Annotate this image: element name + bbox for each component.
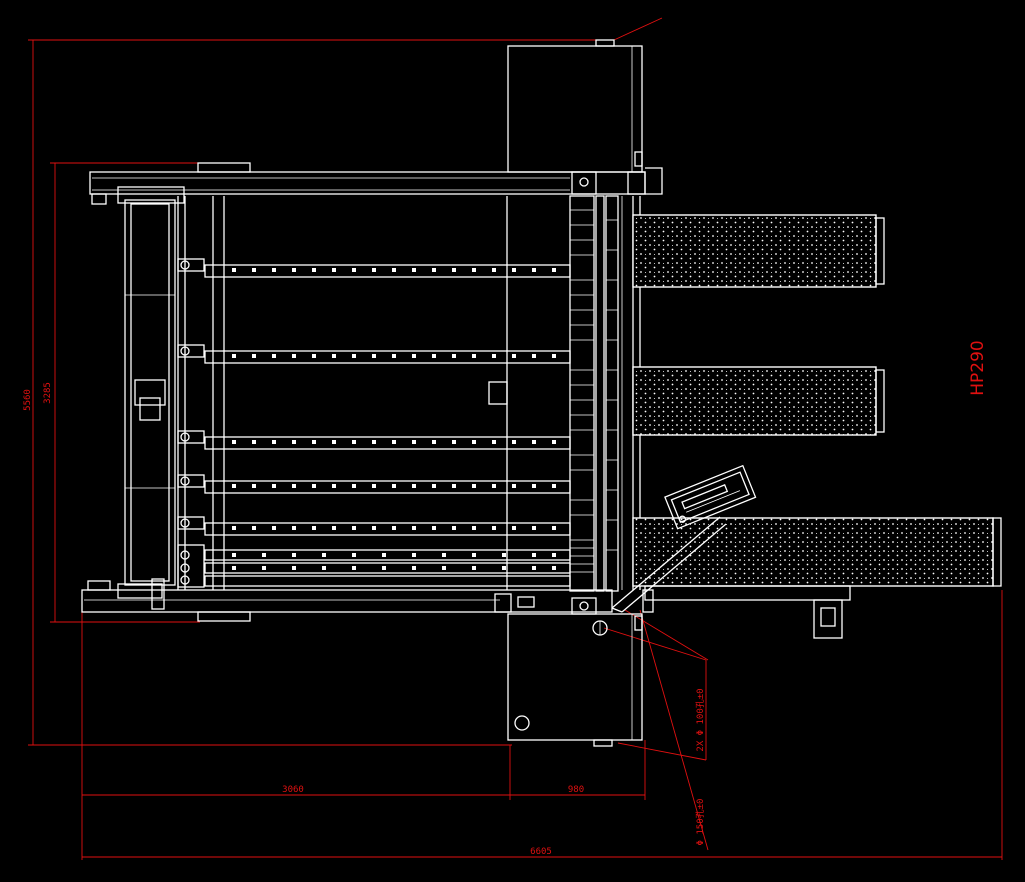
top-cabinet — [507, 39, 643, 173]
air-table-middle — [632, 366, 877, 436]
dim-machine-width: 3060 — [282, 785, 304, 795]
dim-total-width: 6605 — [530, 847, 552, 857]
dimension-lines — [28, 17, 1003, 860]
main-frame — [81, 162, 663, 622]
dim-overall-height: 5560 — [23, 389, 33, 411]
air-table-bottom — [632, 517, 994, 587]
note-hole-large: Φ 150孔±0 — [695, 799, 706, 846]
model-label: HP290 — [968, 340, 988, 395]
clamp-bars — [177, 258, 571, 588]
dimension-labels: 5560 3285 3060 980 6605 2X Φ 100孔±0 Φ 15… — [23, 340, 988, 857]
foot-pedal — [813, 599, 843, 639]
air-tables — [632, 214, 1002, 639]
note-holes-small: 2X Φ 100孔±0 — [695, 688, 706, 751]
dim-frame-height: 3285 — [43, 382, 53, 404]
control-console — [611, 464, 757, 613]
bottom-cabinet — [507, 613, 643, 747]
dim-service-width: 980 — [568, 785, 584, 795]
air-table-top — [632, 214, 877, 288]
